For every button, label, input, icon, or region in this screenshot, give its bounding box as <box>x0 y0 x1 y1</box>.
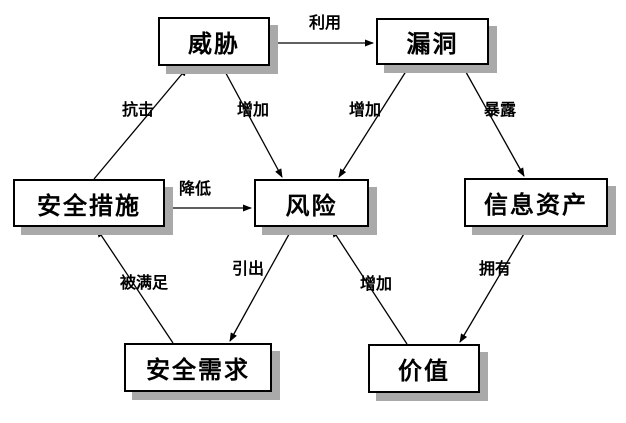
edge-vulnerability-increases-risk-line <box>338 64 411 178</box>
edge-label-vulnerability-increases-risk: 增加 <box>348 102 382 119</box>
edge-leads-to-line <box>229 226 294 342</box>
edge-threat-increases-risk-line <box>221 65 283 178</box>
node-risk: 风险 <box>254 179 369 227</box>
edge-label-exploit: 利用 <box>308 15 342 32</box>
edge-own-line <box>459 226 529 343</box>
edge-label-expose: 暴露 <box>483 102 517 119</box>
edge-label-threat-increases-risk: 增加 <box>236 102 270 119</box>
node-vulnerability: 漏洞 <box>376 18 489 65</box>
edge-label-resist: 抗击 <box>121 102 155 119</box>
edge-resist-line <box>93 67 188 180</box>
node-value: 价值 <box>368 344 480 393</box>
node-security-measures: 安全措施 <box>13 179 165 227</box>
node-information-assets: 信息资产 <box>464 178 608 227</box>
edge-value-increases-risk-line <box>331 228 408 345</box>
node-security-requirements: 安全需求 <box>124 343 272 392</box>
edge-satisfied-by-line <box>96 228 174 344</box>
node-threat: 威胁 <box>158 17 270 66</box>
edge-label-own: 拥有 <box>478 261 512 278</box>
edge-expose-line <box>461 64 525 177</box>
edge-label-leads-to: 引出 <box>231 261 265 278</box>
edge-label-value-increases-risk: 增加 <box>359 276 393 293</box>
edge-label-satisfied-by: 被满足 <box>119 275 169 292</box>
edge-label-reduce: 降低 <box>178 181 212 198</box>
